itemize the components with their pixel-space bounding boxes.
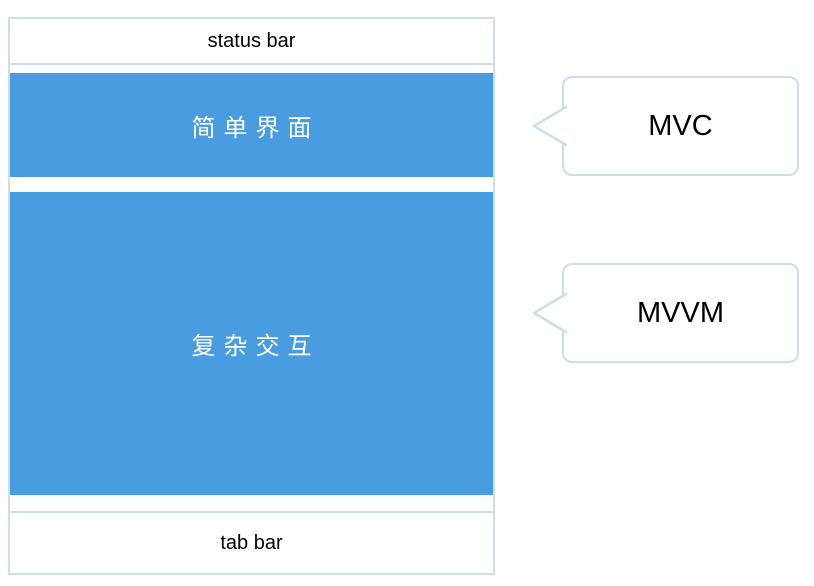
callout-mvc-label: MVC [648, 109, 713, 142]
status-bar-label: status bar [207, 29, 296, 52]
content-block-simple-ui: 简单界面 [10, 73, 493, 177]
callout-bubble-mvc: MVC [532, 76, 799, 176]
tab-bar-region: tab bar [10, 511, 493, 573]
simple-ui-label: 简单界面 [191, 114, 320, 142]
complex-interaction-label: 复杂交互 [191, 333, 320, 360]
callout-tail-left-icon [532, 292, 567, 334]
callout-mvvm-label: MVVM [637, 296, 724, 329]
callout-tail-left-icon [532, 105, 567, 147]
callout-bubble-mvvm: MVVM [532, 263, 799, 363]
content-block-complex-interaction: 复杂交互 [10, 192, 493, 495]
tab-bar-label: tab bar [220, 531, 283, 554]
status-bar-region: status bar [10, 19, 493, 65]
phone-screen-frame: status bar 简单界面 复杂交互 tab bar [8, 17, 495, 575]
